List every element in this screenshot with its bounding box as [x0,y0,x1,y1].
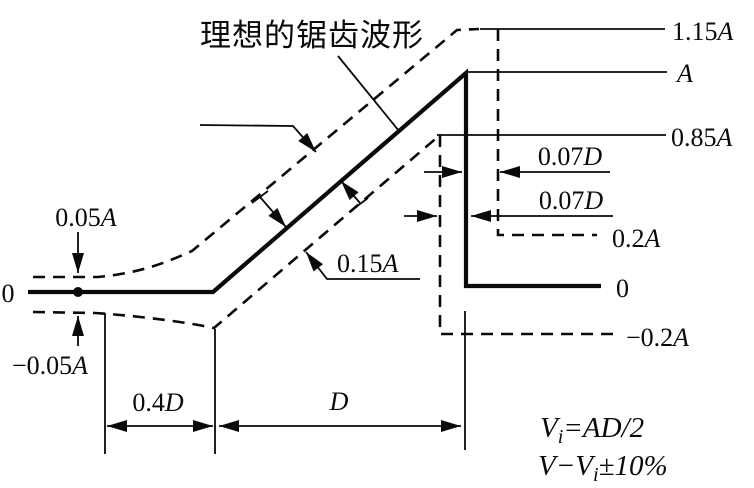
label-settle-upper: 0.2A [612,224,661,253]
band-width-leader-arrow [305,251,420,280]
upper-envelope-leader-arrow [199,124,317,153]
label-pos-tolerance: 0.05A [55,203,117,232]
band-arrow-lower [340,180,361,204]
label-undershoot: 0.85A [671,123,733,152]
label-zero-left: 0 [2,279,15,308]
zero-reference-dot [73,287,83,297]
title-leader-line [337,55,400,132]
formula-tolerance: V−Vi±10% [538,450,668,486]
lower-tolerance-dashed-line [32,134,441,330]
band-arrow-upper [259,196,287,228]
band-arrow-lower-tick [351,197,369,211]
label-retrace-left: 0.07D [539,186,604,215]
label-neg-tolerance: −0.05A [12,351,88,380]
label-settle-lower: −0.2A [626,323,689,352]
lower-tolerance-retrace-dashed-line [438,135,621,336]
label-duration: D [329,387,349,416]
label-band-width: 0.15A [337,249,399,278]
formula-vi: Vi=AD/2 [540,412,644,448]
ideal-sawtooth-waveform [28,68,601,295]
label-overshoot: 1.15A [672,17,734,46]
diagram-title: 理想的锯齿波形 [200,18,424,53]
upper-tolerance-retrace-dashed-line [496,29,597,237]
upper-tolerance-dashed-line [33,27,480,279]
label-amplitude: A [675,59,693,88]
label-delay: 0.4D [132,388,184,417]
label-zero-right: 0 [616,274,629,303]
label-retrace-right: 0.07D [538,142,603,171]
